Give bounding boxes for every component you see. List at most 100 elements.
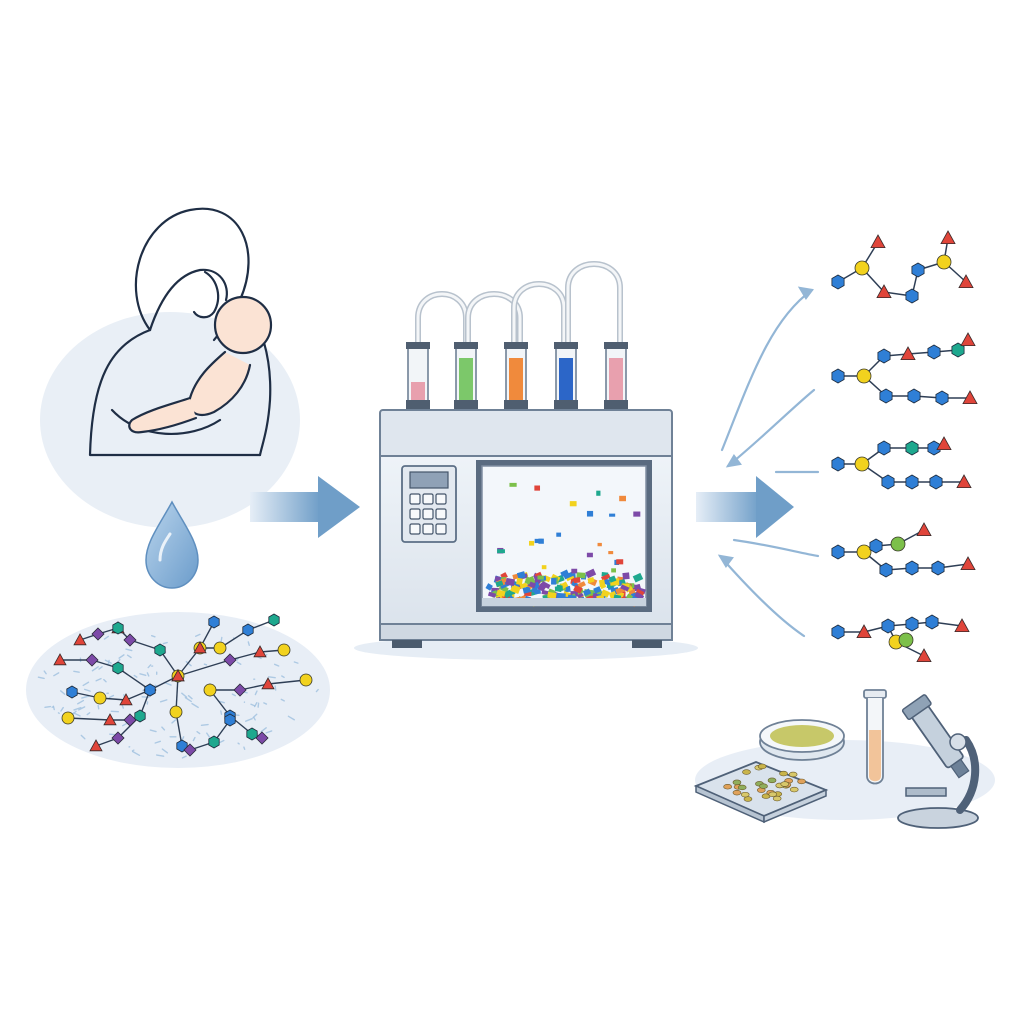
glucose-node bbox=[242, 623, 254, 637]
glucose-node bbox=[931, 560, 945, 576]
sialic-acid-node bbox=[255, 731, 269, 745]
fucose-node bbox=[193, 641, 207, 654]
glucose-node bbox=[831, 544, 845, 560]
galactose-node bbox=[854, 260, 870, 276]
galactose-node bbox=[856, 368, 872, 384]
milk-drop-icon bbox=[145, 500, 199, 589]
fucose-node bbox=[956, 474, 972, 489]
glucose-node bbox=[144, 683, 156, 697]
separation-chamber bbox=[476, 460, 652, 612]
glucose-node bbox=[907, 388, 921, 404]
fucose-node bbox=[171, 669, 185, 682]
sialic-acid-node bbox=[91, 627, 105, 641]
glucose-node bbox=[881, 474, 895, 490]
lcd-display-icon bbox=[409, 471, 449, 489]
galactose-node bbox=[213, 641, 227, 655]
microarray-plate-icon bbox=[693, 761, 829, 824]
separation-arrows bbox=[717, 286, 820, 638]
glucose-node bbox=[927, 344, 941, 360]
fucose-node bbox=[73, 633, 87, 646]
glucose-node bbox=[911, 262, 925, 278]
keypad-key bbox=[422, 508, 434, 520]
glycan-chain-icon bbox=[831, 436, 972, 490]
glycan-chain-icon bbox=[831, 614, 970, 662]
galactose-node bbox=[898, 632, 914, 648]
glucose-node bbox=[905, 474, 919, 490]
glucose-node bbox=[831, 368, 845, 384]
sialic-acid-node bbox=[123, 633, 137, 647]
flow-arrow-icon bbox=[250, 476, 360, 538]
keypad-key bbox=[435, 493, 447, 505]
keypad-key bbox=[422, 493, 434, 505]
mixture-network bbox=[37, 613, 319, 759]
keypad-key bbox=[435, 523, 447, 535]
fucose-node bbox=[900, 346, 916, 361]
galactose-node bbox=[856, 544, 872, 560]
glucose-node bbox=[877, 348, 891, 364]
fucose-node bbox=[916, 648, 932, 662]
glucose-node bbox=[246, 727, 258, 741]
fucose-node bbox=[53, 653, 67, 666]
machine-hoses bbox=[406, 261, 628, 410]
galactose-node bbox=[936, 254, 952, 270]
glucose-node bbox=[134, 709, 146, 723]
fucose-node bbox=[954, 618, 970, 632]
glucose-node bbox=[831, 456, 845, 472]
lab-equipment-group bbox=[693, 689, 995, 829]
fucose-node bbox=[962, 390, 978, 405]
caregiver-group bbox=[40, 207, 300, 528]
fucose-node bbox=[856, 624, 872, 638]
keypad-key bbox=[435, 508, 447, 520]
galactose-node bbox=[61, 711, 75, 725]
glycan-chain-icon bbox=[831, 332, 978, 406]
fucose-node bbox=[119, 693, 133, 706]
fucose-node bbox=[916, 522, 932, 536]
glucose-node bbox=[877, 440, 891, 456]
keypad-key bbox=[422, 523, 434, 535]
galactose-node bbox=[854, 456, 870, 472]
test-tube-icon bbox=[863, 689, 887, 785]
fucose-node bbox=[960, 332, 976, 347]
glucose-node bbox=[905, 440, 919, 456]
glucose-node bbox=[929, 474, 943, 490]
fucose-node bbox=[253, 645, 267, 658]
fucose-node bbox=[960, 556, 976, 570]
glucose-node bbox=[154, 643, 166, 657]
oligosaccharide-mixture-icon bbox=[26, 612, 330, 768]
glucose-node bbox=[869, 538, 883, 554]
fucose-node bbox=[870, 234, 886, 249]
keypad bbox=[409, 493, 447, 535]
fucose-node bbox=[261, 677, 275, 690]
glucose-node bbox=[112, 621, 124, 635]
galactose-node bbox=[890, 536, 906, 552]
glucose-node bbox=[224, 713, 236, 727]
fucose-node bbox=[103, 713, 117, 726]
chromatography-machine-icon bbox=[354, 261, 698, 660]
glucose-node bbox=[925, 614, 939, 630]
fucose-node bbox=[936, 436, 952, 451]
petri-dish-icon bbox=[759, 719, 845, 761]
glycan-structures bbox=[831, 230, 978, 662]
microscope-icon bbox=[897, 694, 980, 829]
glucose-node bbox=[881, 618, 895, 634]
glucose-node bbox=[951, 342, 965, 358]
fucose-node bbox=[958, 274, 974, 289]
keypad-key bbox=[409, 508, 421, 520]
sialic-acid-node bbox=[111, 731, 125, 745]
sialic-acid-node bbox=[223, 653, 237, 667]
plate-spots bbox=[723, 763, 806, 802]
glucose-node bbox=[268, 613, 280, 627]
glycan-chain-icon bbox=[831, 522, 976, 578]
glucose-node bbox=[66, 685, 78, 699]
glucose-node bbox=[831, 274, 845, 290]
separated-particles bbox=[482, 482, 646, 607]
galactose-node bbox=[203, 683, 217, 697]
galactose-node bbox=[277, 643, 291, 657]
fucose-node bbox=[940, 230, 956, 245]
mother-holding-baby-icon bbox=[88, 207, 273, 457]
keypad-key bbox=[409, 523, 421, 535]
glucose-node bbox=[905, 560, 919, 576]
fucose-node bbox=[89, 739, 103, 752]
flow-arrow-icon bbox=[696, 476, 794, 538]
